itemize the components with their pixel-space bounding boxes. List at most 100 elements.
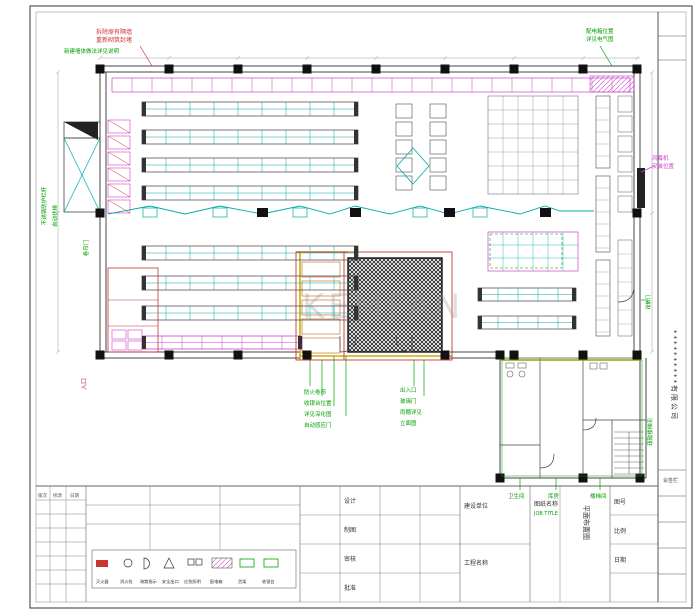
checkout-counter: [301, 318, 341, 335]
dim-tick: [442, 55, 448, 61]
column: [632, 64, 642, 74]
left-rooms-part: [127, 340, 143, 351]
dim-tick: [97, 55, 103, 61]
corner-hatch: [589, 75, 635, 93]
left-escalator: [63, 121, 101, 213]
note-panel: 配电箱位置: [586, 27, 614, 35]
legend-symbol-panel: [211, 557, 233, 569]
door-swings-part: [339, 335, 357, 353]
legend-symbol-hydrant: [123, 558, 133, 568]
rack-cell: [429, 175, 447, 191]
column: [95, 350, 105, 360]
note-entry-1: 玻璃门: [400, 397, 417, 405]
field-design: 设计: [344, 497, 356, 505]
sheet-frame: [29, 5, 693, 609]
stair-hatch-triangle: [64, 122, 98, 140]
diamond-display: [396, 147, 430, 185]
cooler-box: [107, 199, 131, 214]
dimension-ticks: [55, 55, 655, 355]
legend-label-3: 安全出口: [162, 578, 179, 585]
shelf-endcap: [142, 336, 146, 349]
cooler-box: [107, 151, 131, 166]
left-escalator-part: [63, 137, 101, 213]
legend-label-4: 应急照明: [184, 578, 201, 585]
shelf-endcap: [142, 276, 146, 290]
note-center-0: 防火卷帘: [304, 388, 327, 396]
gondola-shelving: [141, 101, 577, 350]
dim-tick: [649, 69, 655, 75]
note-escalator: 自动扶梯: [51, 205, 59, 228]
column: [635, 473, 645, 483]
column: [440, 64, 450, 74]
shelf-endcap: [354, 130, 358, 144]
dim-tick: [235, 55, 241, 61]
cooler-box: [107, 135, 131, 150]
note-center-1: 收银台位置: [304, 399, 332, 407]
shelf-endcap: [354, 246, 358, 260]
tray-device-box: [444, 208, 455, 217]
dim-tick: [634, 55, 640, 61]
legend-symbol-safety: [163, 557, 175, 569]
outer-border: [29, 5, 693, 609]
cooler-box: [107, 183, 131, 198]
rack-cell: [395, 175, 413, 191]
tray-junction-box: [412, 207, 428, 218]
leader-lines-part: [139, 45, 153, 67]
legend-label-7: 收银台: [262, 578, 275, 585]
rack-cell: [429, 121, 447, 137]
corridor-cell: [617, 115, 633, 133]
right-corridor-counters: [595, 95, 633, 337]
title-block-texts: 版次 修改 日期 设计 制图 审核 批准 建设单位 工程名称 图纸名称 JOB …: [38, 330, 679, 592]
legend-label-1: 消火栓: [120, 578, 133, 585]
column: [95, 64, 105, 74]
company-name: **********有限公司: [670, 330, 679, 421]
dim-tick: [649, 210, 655, 216]
corridor-cell: [617, 155, 633, 173]
note-entry: 入口: [81, 378, 88, 390]
tray-device-box: [540, 208, 551, 217]
dim-tick: [55, 210, 61, 216]
cell-grids: [487, 95, 579, 272]
annex-part: [589, 362, 598, 370]
shelf-endcap: [478, 316, 482, 329]
note-entry-2: 雨棚详见: [400, 408, 423, 416]
plan-walls: [99, 65, 647, 479]
field-date: 日期: [614, 556, 626, 564]
cooler-diagonal: [107, 119, 131, 134]
left-rooms-part: [107, 267, 159, 353]
tray-junction-box: [212, 207, 228, 218]
note-center-2: 详见深化图: [304, 410, 332, 418]
column: [302, 64, 312, 74]
field-approve: 批准: [344, 584, 356, 592]
island-racks: [395, 103, 447, 191]
note-new-wall: 新建墙体做法详见说明: [64, 47, 120, 55]
shelf-endcap: [142, 246, 146, 260]
dimension-lines: [57, 57, 653, 352]
checkout-counter: [301, 299, 341, 316]
field-client: 建设单位: [464, 502, 488, 510]
note-rail: 不锈钢防护栏杆: [40, 186, 48, 225]
legend-symbol-cashier: [263, 558, 279, 568]
cooler-box: [107, 167, 131, 182]
shelf-endcap: [354, 158, 358, 172]
shelf-endcap: [142, 186, 146, 200]
annex-part: [518, 370, 526, 378]
top-shelf-strip: [111, 77, 631, 93]
legend-symbol-extinguisher: [96, 560, 108, 567]
annex-part: [506, 370, 514, 378]
door-swings-part: [539, 453, 555, 469]
counter: [595, 175, 611, 253]
shelf-endcap: [572, 288, 576, 301]
left-rooms-part: [111, 340, 127, 351]
shelf-endcap: [478, 288, 482, 301]
shelf-endcap: [298, 336, 302, 349]
dim-tick: [55, 69, 61, 75]
column: [164, 64, 174, 74]
door-swings-part: [617, 285, 635, 303]
column: [371, 64, 381, 74]
note-center-3: 自动感应门: [304, 421, 332, 429]
note-wc: 卫生间: [508, 492, 525, 500]
door-swings-part: [582, 417, 597, 431]
field-number: 图号: [614, 499, 626, 506]
